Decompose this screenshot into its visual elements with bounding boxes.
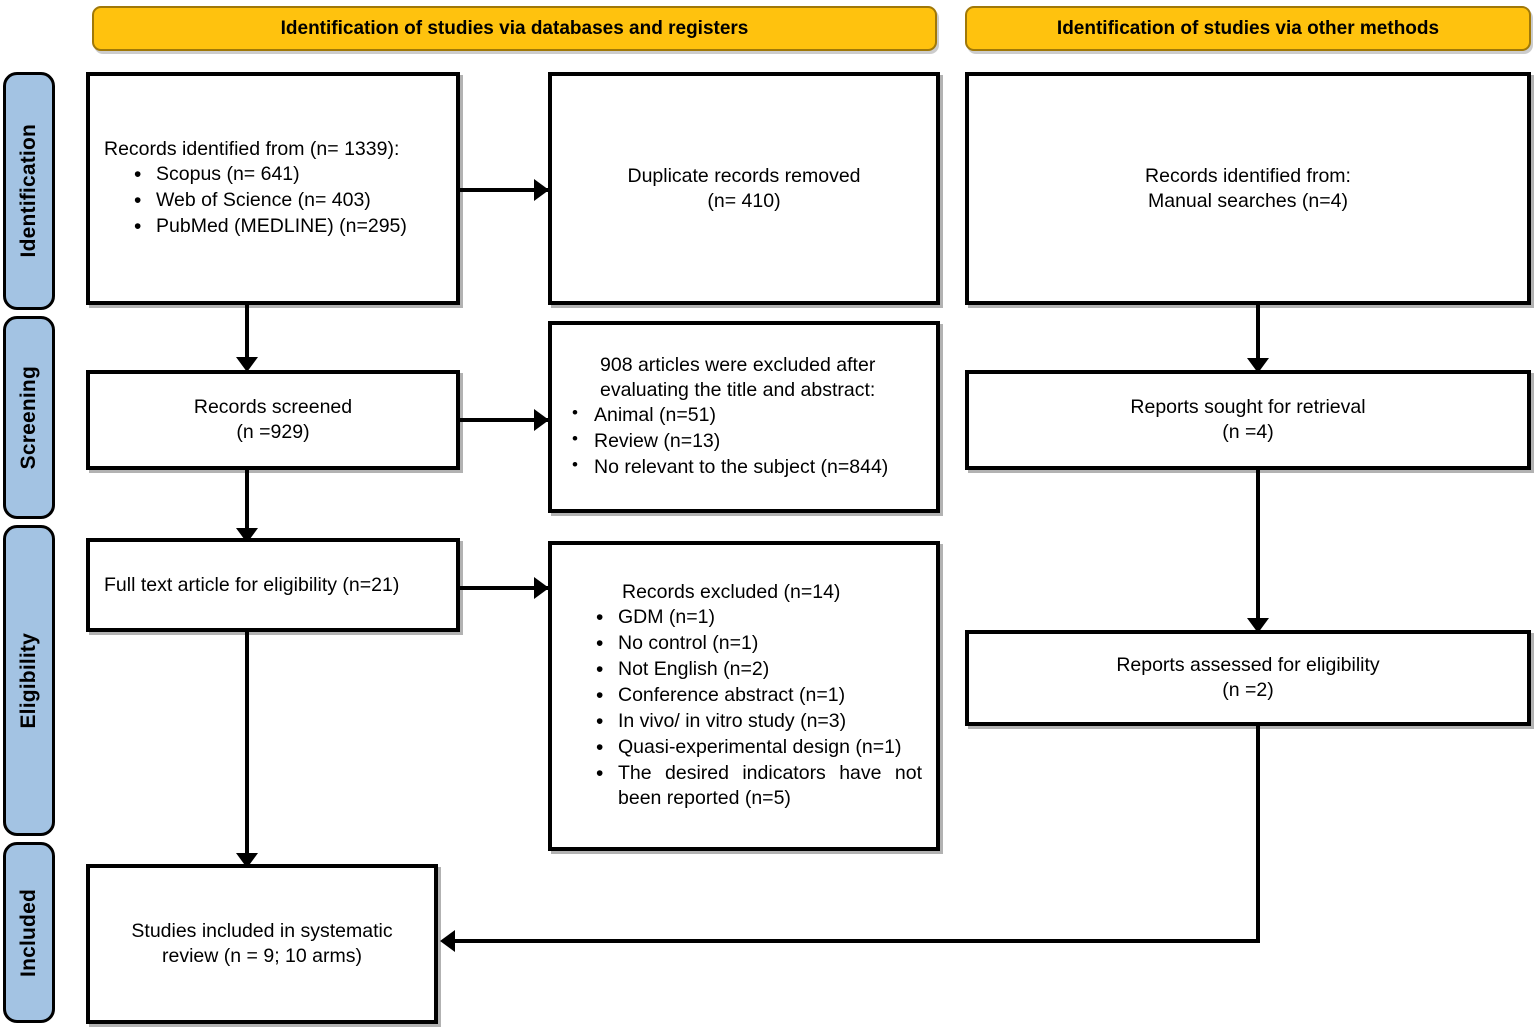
list-item: Web of Science (n= 403) xyxy=(134,187,442,215)
phase-label-included: Included xyxy=(17,888,40,977)
arrowhead-fulltext-to-records-excluded xyxy=(534,577,549,599)
phase-label-screening: Screening xyxy=(17,365,40,470)
connector-other-to-sought xyxy=(1256,305,1260,370)
list-item: No control (n=1) xyxy=(596,630,922,658)
box-reports-sought-retrieval: Reports sought for retrieval (n =4) xyxy=(965,370,1531,470)
box-reports-assessed-eligibility: Reports assessed for eligibility (n =2) xyxy=(965,630,1531,726)
list-item: Scopus (n= 641) xyxy=(134,161,442,189)
phase-label-identification: Identification xyxy=(17,124,40,258)
reports-sought-line-1: Reports sought for retrieval xyxy=(1130,396,1366,419)
list-item: Quasi-experimental design (n=1) xyxy=(596,734,922,762)
connector-screened-to-excluded xyxy=(459,418,549,422)
records-excluded-head: Records excluded (n=14) xyxy=(622,580,841,603)
box-title-abstract-excluded: 908 articles were excluded after evaluat… xyxy=(548,321,940,513)
connector-identified-to-duplicates xyxy=(459,188,549,192)
arrowhead-identified-to-screened xyxy=(236,357,258,372)
records-screened-line-1: Records screened xyxy=(193,396,353,419)
duplicates-line-2: (n= 410) xyxy=(707,189,781,212)
connector-fulltext-to-records-excluded xyxy=(459,586,549,590)
banner-other-label: Identification of studies via other meth… xyxy=(1056,17,1440,39)
connector-screened-to-fulltext xyxy=(245,470,249,538)
connector-assessed-down xyxy=(1256,726,1260,943)
connector-identified-to-screened xyxy=(245,305,249,367)
arrowhead-other-to-sought xyxy=(1247,358,1269,373)
box-other-records-identified: Records identified from: Manual searches… xyxy=(965,72,1531,305)
list-item: PubMed (MEDLINE) (n=295) xyxy=(134,213,442,241)
list-item: Review (n=13) xyxy=(572,428,922,455)
list-item: Animal (n=51) xyxy=(572,402,922,429)
title-abstract-head-2: evaluating the title and abstract: xyxy=(600,379,876,402)
records-screened-line-2: (n =929) xyxy=(236,421,310,443)
phase-label-eligibility: Eligibility xyxy=(17,632,40,729)
phase-tab-eligibility: Eligibility xyxy=(3,525,55,836)
title-abstract-head-1: 908 articles were excluded after xyxy=(600,353,876,376)
connector-assessed-to-included xyxy=(455,939,1260,943)
list-item: Conference abstract (n=1) xyxy=(596,682,922,710)
box-records-identified: Records identified from (n= 1339): Scopu… xyxy=(86,72,460,305)
banner-other-methods: Identification of studies via other meth… xyxy=(965,6,1531,51)
title-abstract-list: Animal (n=51) Review (n=13) No relevant … xyxy=(566,402,922,481)
records-identified-head: Records identified from (n= 1339): xyxy=(104,137,400,160)
banner-databases-registers: Identification of studies via databases … xyxy=(92,6,937,51)
arrowhead-sought-to-assessed xyxy=(1247,618,1269,633)
reports-assessed-line-2: (n =2) xyxy=(1222,679,1274,701)
duplicates-line-1: Duplicate records removed xyxy=(627,164,861,187)
reports-sought-line-2: (n =4) xyxy=(1222,421,1274,443)
arrowhead-screened-to-excluded xyxy=(534,409,549,431)
list-item-multiline: The desired indicators have not been rep… xyxy=(596,760,922,813)
records-identified-list: Scopus (n= 641) Web of Science (n= 403) … xyxy=(104,161,442,241)
connector-sought-to-assessed xyxy=(1256,470,1260,630)
records-excluded-last-line-2: been reported (n=5) xyxy=(618,787,791,810)
other-identified-line-2: Manual searches (n=4) xyxy=(1148,189,1348,212)
list-item: Not English (n=2) xyxy=(596,656,922,684)
records-excluded-list: GDM (n=1) No control (n=1) Not English (… xyxy=(566,604,922,813)
list-item: In vivo/ in vitro study (n=3) xyxy=(596,708,922,736)
box-studies-included: Studies included in systematic review (n… xyxy=(86,864,438,1024)
records-excluded-last-line-1: The desired indicators have not xyxy=(618,761,922,784)
studies-included-line-2: review (n = 9; 10 arms) xyxy=(162,945,362,967)
box-records-screened: Records screened (n =929) xyxy=(86,370,460,470)
reports-assessed-line-1: Reports assessed for eligibility xyxy=(1116,654,1380,677)
phase-tab-screening: Screening xyxy=(3,316,55,519)
box-records-excluded: Records excluded (n=14) GDM (n=1) No con… xyxy=(548,541,940,851)
arrowhead-assessed-to-included xyxy=(440,930,455,952)
studies-included-line-1: Studies included in systematic xyxy=(131,920,393,943)
other-identified-line-1: Records identified from: xyxy=(1145,164,1351,187)
phase-tab-included: Included xyxy=(3,842,55,1023)
full-text-line-1: Full text article for eligibility (n=21) xyxy=(104,573,400,596)
phase-tab-identification: Identification xyxy=(3,72,55,310)
list-item: GDM (n=1) xyxy=(596,604,922,632)
banner-databases-label: Identification of studies via databases … xyxy=(280,17,749,39)
box-full-text-eligibility: Full text article for eligibility (n=21) xyxy=(86,538,460,632)
arrowhead-identified-to-duplicates xyxy=(534,179,549,201)
list-item: No relevant to the subject (n=844) xyxy=(572,454,922,481)
connector-fulltext-to-included xyxy=(245,632,249,864)
box-duplicate-records-removed: Duplicate records removed (n= 410) xyxy=(548,72,940,305)
